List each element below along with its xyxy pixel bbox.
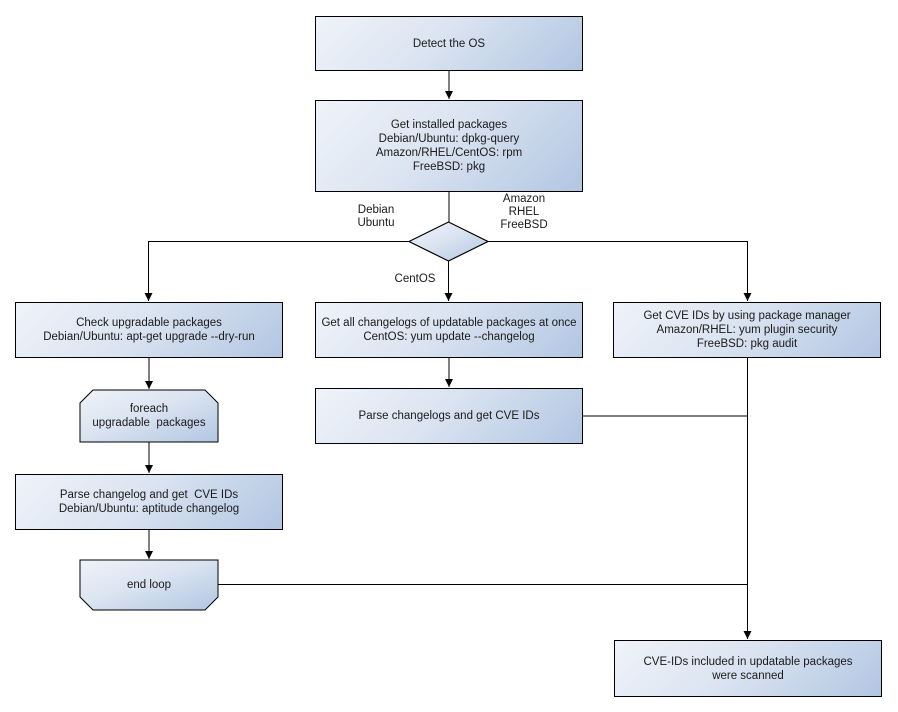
branch-label-amazon-rhel-freebsd: Amazon RHEL FreeBSD xyxy=(500,193,548,231)
node-get-cve-ids-package-manager: Get CVE IDs by using package manager Ama… xyxy=(613,302,881,358)
node-parse-changelogs-centos: Parse changelogs and get CVE IDs xyxy=(315,388,583,444)
node-get-installed-packages: Get installed packages Debian/Ubuntu: dp… xyxy=(315,100,583,192)
node-get-all-changelogs: Get all changelogs of updatable packages… xyxy=(315,302,583,358)
decision-diamond-shape xyxy=(407,221,490,262)
edge-decision-to-get-cve xyxy=(488,241,752,301)
end-loop-shape xyxy=(79,559,219,611)
branch-label-debian-ubuntu: Debian Ubuntu xyxy=(357,204,395,229)
node-detect-os: Detect the OS xyxy=(315,16,583,71)
node-check-upgradable-packages: Check upgradable packages Debian/Ubuntu:… xyxy=(15,302,283,358)
node-parse-changelog-debian: Parse changelog and get CVE IDs Debian/U… xyxy=(15,474,283,530)
foreach-loop-shape xyxy=(79,389,219,443)
edge-decision-to-check-upgradable xyxy=(144,241,409,301)
branch-label-centos: CentOS xyxy=(394,273,436,285)
node-result-scanned: CVE-IDs included in updatable packages w… xyxy=(614,640,882,697)
